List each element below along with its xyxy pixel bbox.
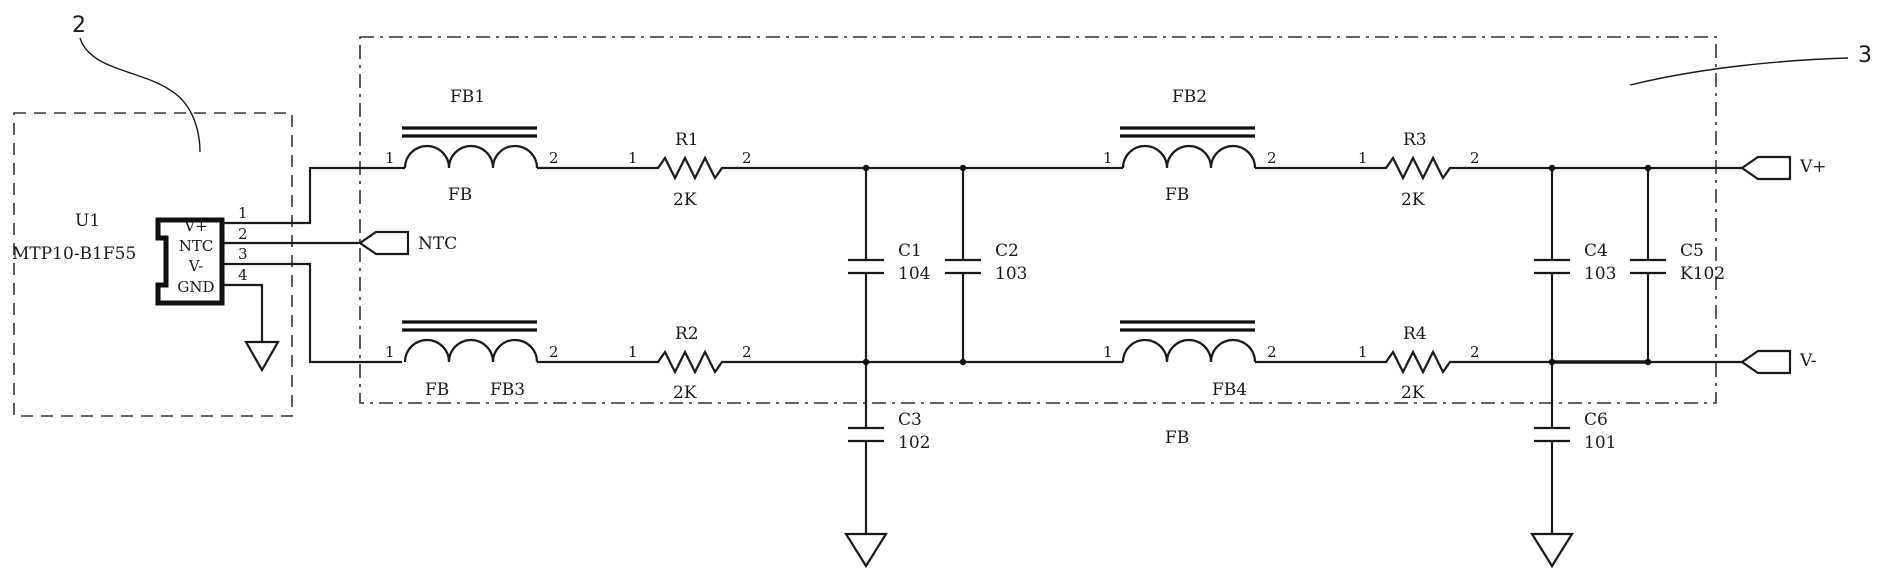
r3-pin1: 1 (1358, 149, 1368, 167)
r3-ref: R3 (1403, 130, 1427, 150)
fb1-value: FB (448, 185, 472, 205)
u1-body (155, 217, 225, 306)
junction-dot (959, 358, 967, 366)
r3-resistor: R3 1 2 2K (1358, 130, 1480, 210)
r2-value: 2K (673, 383, 697, 403)
u1-pin-name-3: V- (188, 257, 204, 275)
c5-ref: C5 (1680, 241, 1704, 261)
r4-value: 2K (1401, 383, 1425, 403)
fb4-value: FB (1165, 428, 1189, 448)
r1-resistor: R1 1 2 2K (628, 130, 752, 210)
ntc-port (358, 230, 410, 256)
fb2-ferrite-bead: FB2 1 2 FB (1103, 87, 1277, 205)
r1-value: 2K (673, 190, 697, 210)
r2-resistor: R2 1 2 2K (628, 324, 752, 403)
c1-value: 104 (898, 264, 930, 284)
c1-capacitor: C1 104 (848, 168, 930, 362)
fb2-ref: FB2 (1172, 87, 1207, 107)
c3-value: 102 (898, 433, 930, 453)
c2-value: 103 (995, 264, 1027, 284)
r2-pin2: 2 (742, 343, 752, 361)
wire-vminus-bottom (222, 262, 402, 364)
ground-symbol-c6 (1530, 532, 1574, 569)
r1-ref: R1 (675, 130, 699, 150)
callout-3-leader (1629, 57, 1849, 86)
r2-pin1: 1 (628, 343, 638, 361)
u1-pin-name-2: NTC (179, 237, 214, 255)
u1-pin-num-1: 1 (238, 204, 248, 222)
fb3-pin1: 1 (385, 343, 395, 361)
c6-ref: C6 (1584, 410, 1608, 430)
fb4-ferrite-bead: 1 2 FB4 FB (1103, 320, 1277, 448)
fb2-value: FB (1165, 185, 1189, 205)
u1-connector: U1 MTP10-B1F55 V+ NTC V- GND 1 2 3 4 (12, 204, 248, 306)
wire-gnd (222, 283, 264, 342)
ground-symbol-u1 (244, 340, 280, 373)
fb1-ferrite-bead: FB1 1 2 FB (385, 87, 559, 205)
vminus-port (1740, 349, 1792, 375)
c4-capacitor: C4 103 (1534, 168, 1616, 362)
junction-dot (1644, 358, 1652, 366)
junction-dot (862, 164, 870, 172)
fb4-pin1: 1 (1103, 343, 1113, 361)
c2-capacitor: C2 103 (945, 168, 1027, 362)
r4-resistor: R4 1 2 2K (1358, 324, 1480, 403)
r2-ref: R2 (675, 324, 699, 344)
vplus-port (1740, 155, 1792, 181)
junction-dot (959, 164, 967, 172)
callout-3: 3 (1858, 43, 1872, 68)
callout-2: 2 (72, 13, 86, 38)
junction-dot (1644, 164, 1652, 172)
fb4-pin2: 2 (1267, 343, 1277, 361)
fb1-ref: FB1 (450, 87, 485, 107)
u1-pin-num-3: 3 (238, 245, 248, 263)
r1-pin1: 1 (628, 149, 638, 167)
u1-pin-num-4: 4 (238, 266, 248, 284)
ntc-port-label: NTC (418, 234, 457, 254)
junction-dot (1548, 164, 1556, 172)
callout-2-leader (79, 37, 201, 153)
r3-value: 2K (1401, 190, 1425, 210)
fb2-pin1: 1 (1103, 149, 1113, 167)
fb3-value: FB (425, 380, 449, 400)
vminus-port-label: V- (1799, 351, 1816, 371)
c5-value: K102 (1680, 264, 1725, 284)
block-3-boundary (359, 36, 1717, 404)
u1-ref: U1 (75, 211, 100, 231)
c4-ref: C4 (1584, 241, 1608, 261)
u1-pin-num-2: 2 (238, 225, 248, 243)
c6-capacitor: C6 101 (1530, 362, 1616, 569)
ground-symbol-c3 (844, 532, 888, 569)
fb1-pin2: 2 (549, 149, 559, 167)
r4-pin1: 1 (1358, 343, 1368, 361)
r4-ref: R4 (1403, 324, 1427, 344)
u1-pin-name-4: GND (177, 278, 214, 296)
fb3-ref: FB3 (490, 380, 525, 400)
wire-vplus-top (222, 166, 402, 225)
r4-pin2: 2 (1470, 343, 1480, 361)
junction-dot (862, 358, 870, 366)
fb3-pin2: 2 (549, 343, 559, 361)
r3-pin2: 2 (1470, 149, 1480, 167)
fb2-pin2: 2 (1267, 149, 1277, 167)
junction-dot (1548, 358, 1556, 366)
c5-capacitor: C5 K102 (1630, 168, 1725, 362)
fb1-pin1: 1 (385, 149, 395, 167)
fb4-ref: FB4 (1212, 380, 1247, 400)
c6-value: 101 (1584, 433, 1616, 453)
vplus-port-label: V+ (1799, 157, 1827, 177)
r1-pin2: 2 (742, 149, 752, 167)
c3-capacitor: C3 102 (844, 362, 930, 569)
u1-pin-name-1: V+ (183, 217, 207, 235)
fb3-ferrite-bead: 1 2 FB FB3 (385, 320, 559, 400)
c3-ref: C3 (898, 410, 922, 430)
c1-ref: C1 (898, 241, 922, 261)
u1-part: MTP10-B1F55 (12, 244, 136, 264)
c4-value: 103 (1584, 264, 1616, 284)
c2-ref: C2 (995, 241, 1019, 261)
